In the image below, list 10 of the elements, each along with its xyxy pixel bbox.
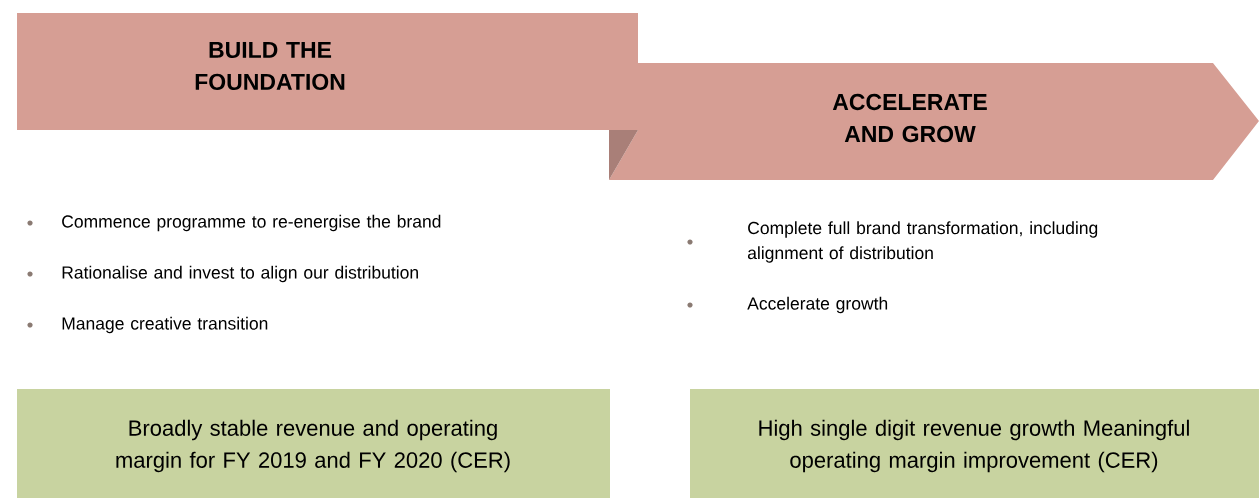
bullet-text: Complete full brand transformation, including alignment of distribution: [747, 221, 1098, 263]
outcome-box: High single digit revenue growth Meaningful operating margin improvement (CER): [690, 389, 1259, 498]
node-label: ACCELERATE AND GROW: [832, 93, 987, 143]
phase-banner: BUILD THE FOUNDATION: [17, 13, 638, 130]
bullet-text: Manage creative transition: [62, 316, 268, 334]
bullet-text: Rationalise and invest to align our distribution: [62, 265, 418, 283]
node-label: BUILD THE FOUNDATION: [195, 41, 345, 91]
bullet-text: Commence programme to re-energise the brand: [62, 214, 441, 232]
bullet-text: Accelerate growth: [747, 296, 888, 314]
outcome-box: Broadly stable revenue and operating margin for FY 2019 and FY 2020 (CER): [17, 389, 610, 498]
